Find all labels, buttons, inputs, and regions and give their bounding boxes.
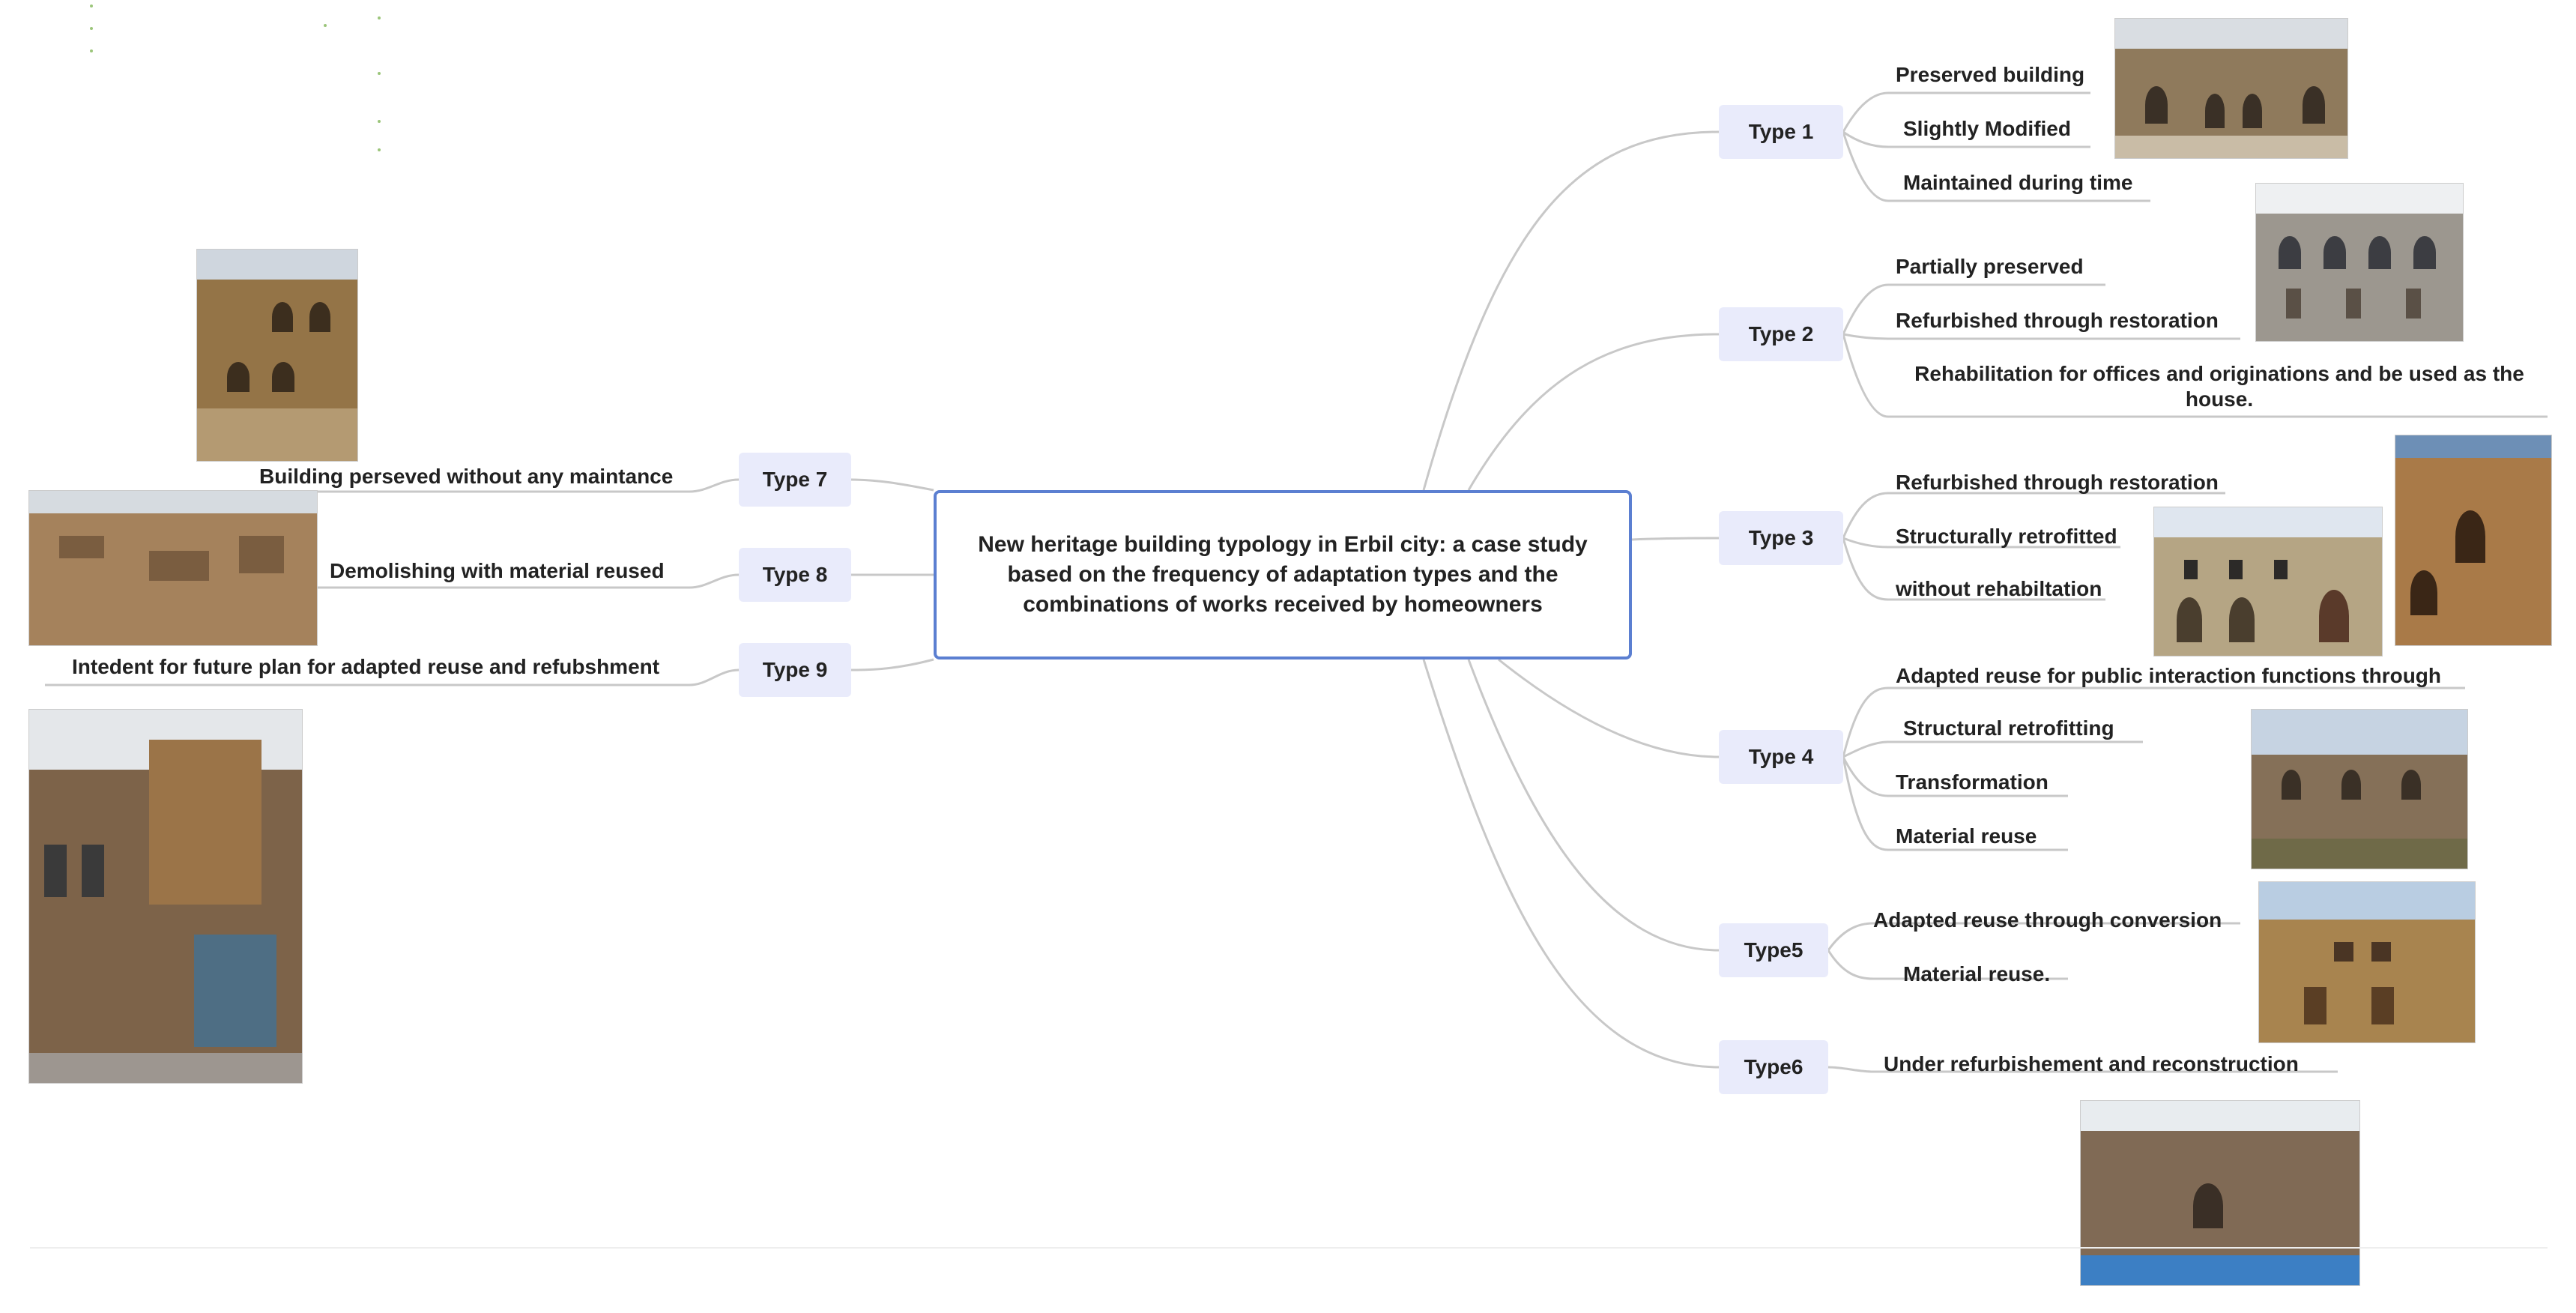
type-3-label: Type 3 (1748, 526, 1814, 549)
type-5-item[interactable]: Adapted reuse through conversion (1873, 908, 2222, 932)
type-3-node[interactable]: Type 3 (1719, 511, 1843, 565)
type-9-item[interactable]: Intedent for future plan for adapted reu… (72, 655, 660, 678)
connector-type1 (1422, 130, 1720, 491)
type-1-node[interactable]: Type 1 (1719, 105, 1843, 159)
type6-ruin-photo (2080, 1100, 2360, 1286)
type5-facade-photo (2258, 881, 2476, 1043)
type-2-item[interactable]: Refurbished through restoration (1896, 309, 2219, 332)
central-topic[interactable]: New heritage building typology in Erbil … (934, 490, 1632, 659)
type-6-label: Type6 (1744, 1055, 1803, 1078)
decorative-dot (378, 16, 381, 19)
type-4-item[interactable]: Adapted reuse for public interaction fun… (1896, 664, 2442, 687)
decorative-dot (378, 120, 381, 123)
type-4-label: Type 4 (1748, 745, 1814, 768)
type-3-item[interactable]: without rehabiltation (1896, 577, 2102, 600)
type-8-node[interactable]: Type 8 (739, 548, 851, 602)
type-6-node[interactable]: Type6 (1719, 1040, 1828, 1094)
decorative-dot (90, 27, 93, 30)
type-4-item[interactable]: Transformation (1896, 770, 2049, 794)
type-5-node[interactable]: Type5 (1719, 923, 1828, 977)
type-6-item[interactable]: Under refurbishement and reconstruction (1884, 1052, 2299, 1075)
type-7-node[interactable]: Type 7 (739, 453, 851, 507)
type-1-item[interactable]: Maintained during time (1903, 171, 2133, 194)
connector-type7 (850, 478, 934, 492)
type-8-item[interactable]: Demolishing with material reused (330, 559, 665, 582)
page-footer-divider (30, 1247, 2548, 1249)
type-1-item[interactable]: Slightly Modified (1903, 117, 2071, 140)
connector-type6 (1422, 659, 1720, 1069)
type-2-item[interactable]: Partially preserved (1896, 255, 2084, 278)
decorative-dot (90, 4, 93, 7)
type-4-item[interactable]: Structural retrofitting (1903, 716, 2114, 740)
type9-street-photo (28, 709, 303, 1084)
type7-courtyard-photo (196, 249, 358, 462)
type-4-node[interactable]: Type 4 (1719, 730, 1843, 784)
type3-facade-photo (2153, 507, 2383, 656)
decorative-dot (378, 148, 381, 151)
type-8-label: Type 8 (762, 563, 828, 586)
type-5-label: Type5 (1744, 938, 1803, 962)
type-3-item[interactable]: Refurbished through restoration (1896, 471, 2219, 494)
type-9-label: Type 9 (762, 658, 828, 681)
type-9-node[interactable]: Type 9 (739, 643, 851, 697)
type-4-item[interactable]: Material reuse (1896, 824, 2037, 848)
central-topic-text: New heritage building typology in Erbil … (978, 532, 1588, 617)
type-2-item[interactable]: Rehabilitation for offices and originati… (1914, 362, 2524, 411)
connector-type5 (1467, 659, 1720, 952)
type1-courtyard-photo (2114, 18, 2348, 159)
connector-type3 (1631, 537, 1720, 541)
type-1-label: Type 1 (1748, 120, 1814, 143)
type3-alley-photo (2395, 435, 2552, 646)
decorative-dot (90, 49, 93, 52)
decorative-dot (378, 72, 381, 75)
type-5-item[interactable]: Material reuse. (1903, 962, 2051, 985)
type-7-item[interactable]: Building perseved without any maintance (259, 465, 674, 488)
type4-courtyard-photo (2251, 709, 2468, 869)
type-2-label: Type 2 (1748, 322, 1814, 345)
type8-rooftops-photo (28, 490, 318, 646)
type-2-node[interactable]: Type 2 (1719, 307, 1843, 361)
decorative-dot (324, 24, 327, 27)
type-3-item[interactable]: Structurally retrofitted (1896, 525, 2117, 548)
connector-type9 (850, 658, 934, 671)
type-1-item[interactable]: Preserved building (1896, 63, 2085, 86)
connector-type2 (1467, 333, 1720, 491)
type2-courtyard-photo (2255, 183, 2464, 342)
connector-type4 (1498, 658, 1720, 758)
type-7-label: Type 7 (762, 468, 828, 491)
